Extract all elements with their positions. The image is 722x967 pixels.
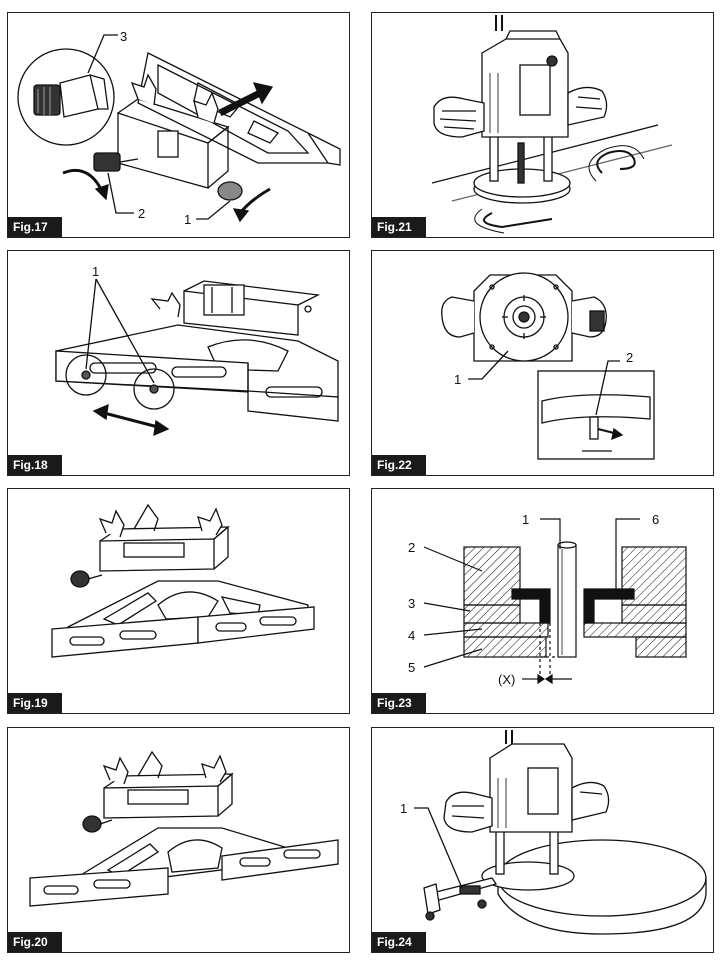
figure-panel-17: 3 2 1 Fig.17 [7,12,350,238]
figure-panel-19: Fig.19 [7,488,350,714]
figure-label: Fig.23 [372,693,426,713]
fig23-illustration [423,518,687,685]
fig23-callout-1: 1 [522,512,530,527]
figure-panel-22: 1 2 Fig.22 [371,250,714,476]
figure-label: Fig.24 [372,932,426,952]
figure-label: Fig.22 [372,455,426,475]
figure-panel-20: Fig.20 [7,727,350,953]
fig17-callout-3: 3 [120,29,128,44]
fig22-illustration [441,272,655,460]
fig21-illustration [431,15,673,234]
fig23-callout-x: (X) [498,672,516,687]
figure-label: Fig.19 [8,693,62,713]
figure-label: Fig.18 [8,455,62,475]
figure-panel-24: 1 Fig.24 [371,727,714,953]
fig23-callout-2: 2 [408,540,416,555]
fig24-callout-1: 1 [400,801,408,816]
fig19-illustration [51,503,315,658]
fig23-callout-3: 3 [408,596,416,611]
figure-label: Fig.17 [8,217,62,237]
fig23-callout-6: 6 [652,512,660,527]
fig20-illustration [29,750,339,907]
figure-label: Fig.21 [372,217,426,237]
fig17-callout-2: 2 [138,206,146,221]
fig23-callout-5: 5 [408,660,416,675]
figure-label: Fig.20 [8,932,62,952]
fig23-callout-4: 4 [408,628,416,643]
fig24-illustration [414,730,707,935]
figure-panel-18: 1 Fig.18 [7,250,350,476]
fig22-callout-2: 2 [626,350,634,365]
figure-panel-21: Fig.21 [371,12,714,238]
figure-panel-23: 1 6 2 3 4 5 (X) Fig.23 [371,488,714,714]
fig22-callout-1: 1 [454,372,462,387]
fig18-illustration [55,278,339,437]
fig17-callout-1: 1 [184,212,192,227]
fig18-callout-1: 1 [92,264,100,279]
fig17-illustration [17,34,341,223]
